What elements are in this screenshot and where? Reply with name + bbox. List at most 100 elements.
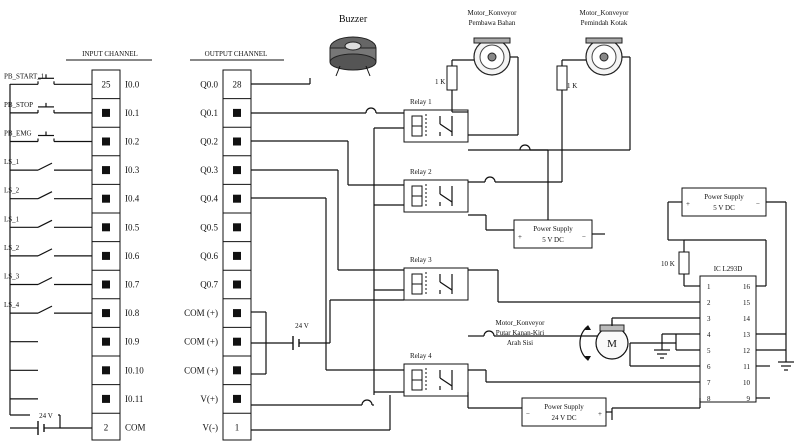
power-supply-5v-top <box>681 187 767 217</box>
ic-pin-left: 5 <box>707 347 711 355</box>
ic-pin-right: 15 <box>743 299 751 307</box>
relay-label: Relay 1 <box>410 98 432 106</box>
motor-right-label-2: Pemindah Kotak <box>581 19 628 27</box>
input-terminal-screw <box>102 366 110 375</box>
input-device-label: PB_START_1 <box>4 72 45 80</box>
input-terminal-label: I0.8 <box>125 308 140 318</box>
output-terminal-screw <box>233 366 241 375</box>
output-terminal-label: Q0.3 <box>200 165 218 175</box>
ic-l293d <box>699 275 757 403</box>
ic-pin-right: 13 <box>743 331 751 339</box>
input-24v-label: 24 V <box>39 412 53 420</box>
ic-pin-left: 1 <box>707 283 711 291</box>
ic-pin-right: 11 <box>743 363 750 371</box>
input-terminal-label: I0.0 <box>125 79 140 89</box>
svg-text:−: − <box>526 410 530 418</box>
output-terminal-screw <box>233 309 241 318</box>
input-terminal-label: I0.11 <box>125 394 143 404</box>
ic-pin-left: 2 <box>707 299 711 307</box>
output-terminal-label: Q0.6 <box>200 251 218 261</box>
output-terminal-screw <box>233 108 241 117</box>
ic-pin-right: 10 <box>743 379 751 387</box>
output-terminal-label: Q0.4 <box>200 194 218 204</box>
output-terminal-label: Q0.7 <box>200 280 218 290</box>
input-terminal-screw <box>102 137 110 146</box>
ps-5v-mid-label-1: Power Supply <box>533 225 573 233</box>
resistor-r3-icon <box>678 240 690 286</box>
resistor-r1-label: 1 K <box>435 78 445 86</box>
input-terminal-screw <box>102 394 110 403</box>
ic-pin-left: 4 <box>707 331 711 339</box>
input-terminal-screw <box>102 251 110 260</box>
output-channel-title: OUTPUT CHANNEL <box>205 50 268 58</box>
input-device-label: PB_EMG <box>4 130 32 138</box>
ic-pin-left: 6 <box>707 363 711 371</box>
power-supply-24v <box>521 397 607 427</box>
output-terminal-screw <box>233 337 241 346</box>
input-terminal-label: I0.5 <box>125 222 140 232</box>
input-device-label: LS_1 <box>4 158 20 166</box>
motor-left-label-1: Motor_Konveyor <box>468 9 518 17</box>
input-device-label: LS_4 <box>4 301 20 309</box>
ps-5v-mid-label-2: 5 V DC <box>542 236 564 244</box>
output-terminal-label: Q0.2 <box>200 137 218 147</box>
output-terminal-screw <box>233 166 241 175</box>
output-terminal-screw <box>233 137 241 146</box>
resistor-r1-icon <box>446 59 474 112</box>
output-terminal-screw <box>233 194 241 203</box>
ground-right-icon <box>778 361 794 371</box>
svg-text:−: − <box>756 200 760 208</box>
motor-letter: M <box>607 338 617 350</box>
ic-name: IC L293D <box>714 265 743 273</box>
output-terminal-label: Q0.0 <box>200 79 218 89</box>
resistor-r2-label: 1 K <box>567 82 577 90</box>
input-terminal-label: COM <box>125 423 146 433</box>
input-terminal-screw <box>102 223 110 232</box>
relay-label: Relay 3 <box>410 256 432 264</box>
input-terminal-label: I0.1 <box>125 108 139 118</box>
relay-label: Relay 2 <box>410 168 432 176</box>
input-terminal-screw <box>102 280 110 289</box>
input-device-label: LS_2 <box>4 244 20 252</box>
input-terminal-label: I0.2 <box>125 137 139 147</box>
ic-pin-right: 12 <box>743 347 751 355</box>
output-24v-source-icon <box>251 336 330 350</box>
motor-right-icon <box>585 37 623 76</box>
input-terminal-screw <box>102 194 110 203</box>
output-terminal-label: Q0.5 <box>200 222 218 232</box>
input-device-label: PB_STOP <box>4 101 33 109</box>
motor-rotor-label-2: Putar Kanan-Kiri <box>496 329 544 337</box>
buzzer-icon <box>329 36 377 77</box>
output-24v-label: 24 V <box>295 322 309 330</box>
output-terminal-screw <box>233 394 241 403</box>
input-device-label: LS_1 <box>4 215 20 223</box>
output-terminal-screw <box>233 280 241 289</box>
relay-label: Relay 4 <box>410 352 432 360</box>
input-24v-source-icon <box>10 421 60 435</box>
input-terminal-label: I0.7 <box>125 280 140 290</box>
input-terminal-label: I0.10 <box>125 365 144 375</box>
output-terminal-label: Q0.1 <box>200 108 218 118</box>
output-cell-number: 1 <box>235 423 240 433</box>
motor-right-label-1: Motor_Konveyor <box>580 9 630 17</box>
ic-pin-left: 7 <box>707 379 711 387</box>
ic-pin-right: 16 <box>743 283 751 291</box>
ps-24v-label-2: 24 V DC <box>551 414 576 422</box>
ic-pin-right: 9 <box>747 395 751 403</box>
input-terminal-label: I0.6 <box>125 251 140 261</box>
svg-text:−: − <box>582 233 586 241</box>
output-terminal-label: COM (+) <box>184 308 218 318</box>
output-cell-number: 28 <box>233 79 243 89</box>
input-terminal-screw <box>102 108 110 117</box>
ps-5v-top-label-2: 5 V DC <box>713 204 735 212</box>
svg-text:+: + <box>598 410 602 418</box>
ic-pin-left: 3 <box>707 315 711 323</box>
svg-text:+: + <box>686 200 690 208</box>
output-terminal-screw <box>233 223 241 232</box>
output-terminal-label: COM (+) <box>184 365 218 375</box>
output-terminal-label: V(+) <box>200 394 218 404</box>
output-terminal-screw <box>233 251 241 260</box>
power-supply-5v-mid <box>513 219 593 249</box>
